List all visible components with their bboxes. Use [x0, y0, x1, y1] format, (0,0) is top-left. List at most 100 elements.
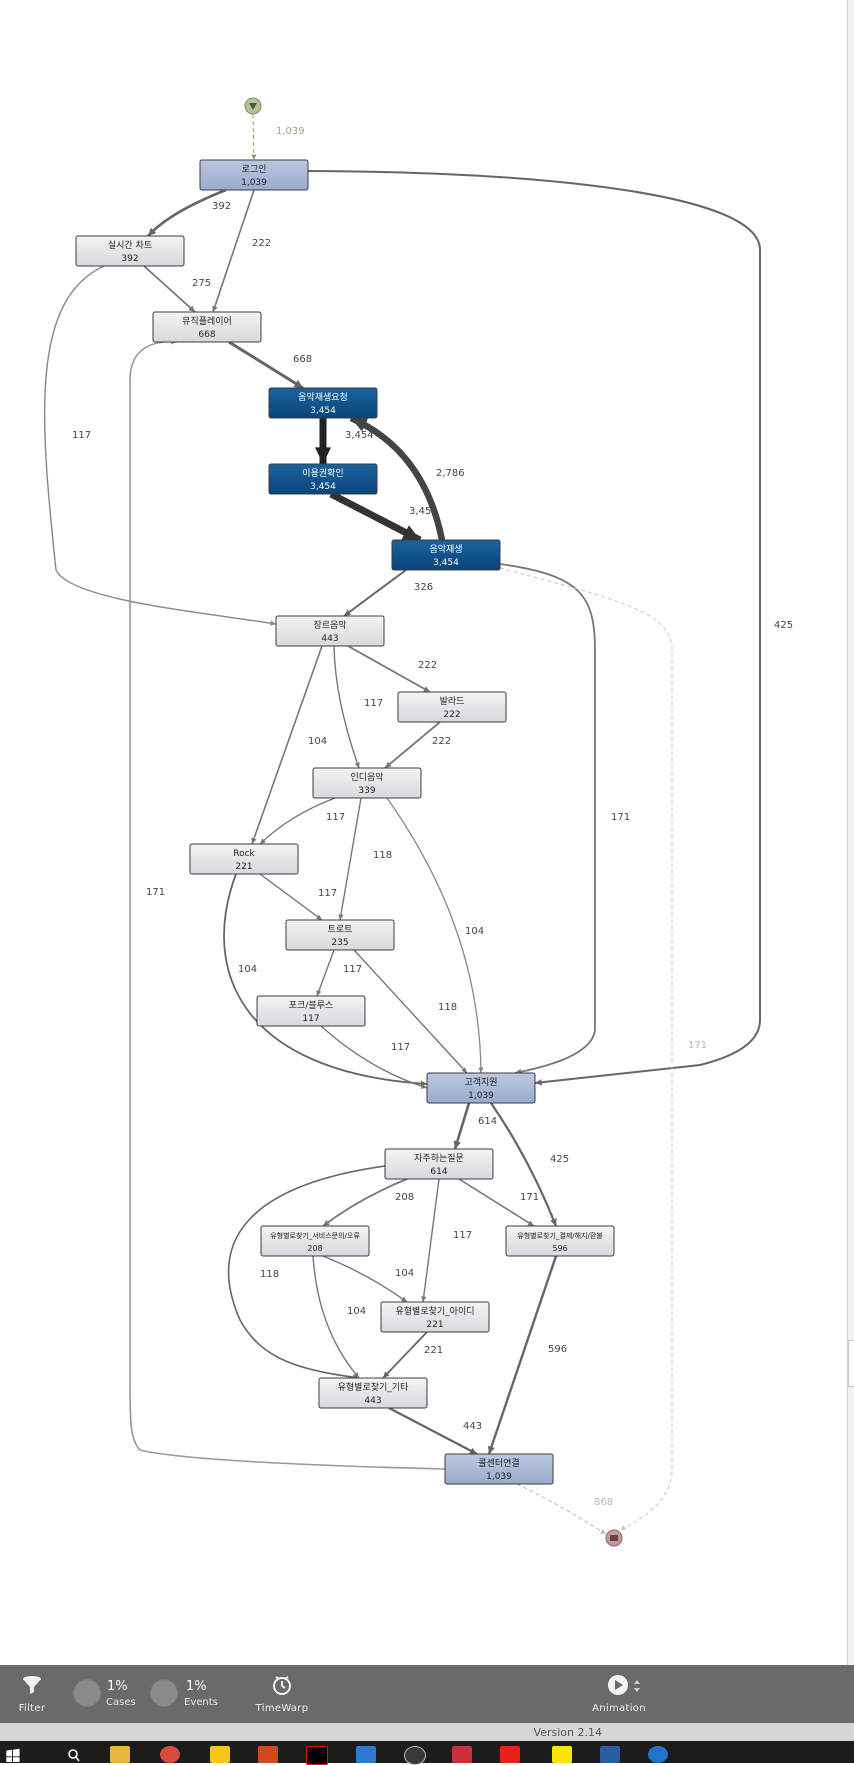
github-icon[interactable] [404, 1746, 426, 1765]
vertical-scrollbar[interactable] [847, 0, 854, 1665]
scrollbar-thumb[interactable] [848, 1340, 854, 1387]
arrow-head [323, 1219, 330, 1226]
edge-label: 392 [212, 201, 231, 212]
edge-id-etc[interactable] [382, 1331, 428, 1379]
node-box [391, 539, 501, 571]
edge-realtime-player[interactable] [143, 265, 196, 313]
edge-play-request[interactable] [349, 415, 446, 541]
edge-path [320, 1025, 428, 1089]
start-event[interactable] [244, 97, 262, 115]
edge-trot-folk[interactable] [316, 949, 335, 997]
edge-faq-svc[interactable] [322, 1178, 408, 1227]
node-count: 3,454 [310, 406, 336, 416]
edge-support-faq[interactable] [453, 1102, 471, 1150]
edge-indie-trot[interactable] [338, 797, 362, 921]
edge-label: 425 [550, 1154, 569, 1165]
edge-indie-support[interactable] [386, 797, 484, 1074]
netflix-icon[interactable] [306, 1746, 328, 1765]
filter-button[interactable]: Filter [10, 1665, 54, 1723]
animation-button[interactable]: Animation [588, 1665, 650, 1723]
edge-play-genre[interactable] [343, 569, 407, 617]
node-count: 614 [430, 1167, 447, 1177]
edge-genre-indie[interactable] [333, 645, 360, 769]
word-icon[interactable] [600, 1746, 620, 1763]
edge-trot-support[interactable] [353, 949, 468, 1074]
timewarp-button[interactable]: TimeWarp [252, 1665, 312, 1723]
edge-folk-support[interactable] [320, 1025, 428, 1089]
edge-call-player[interactable] [129, 338, 446, 1470]
speed-stepper-icon[interactable] [633, 1679, 641, 1693]
edge-player-request[interactable] [228, 340, 304, 390]
sticky-notes-icon[interactable] [210, 1746, 230, 1763]
edge-realtime-genre[interactable] [43, 265, 277, 626]
edge-pay-call[interactable] [487, 1255, 558, 1455]
office-icon[interactable] [258, 1746, 278, 1763]
kakaotalk-icon[interactable] [552, 1746, 572, 1763]
edge-check-play[interactable] [329, 490, 422, 544]
node-count: 1,039 [241, 178, 267, 188]
edge-label: 117 [453, 1230, 472, 1241]
edge-icon[interactable] [648, 1746, 668, 1763]
chrome-icon[interactable] [160, 1746, 180, 1763]
edge-call-end[interactable] [516, 1483, 607, 1535]
arrow-head [600, 1528, 606, 1534]
edge-ballad-indie[interactable] [384, 721, 441, 769]
edge-label: 222 [252, 238, 271, 249]
windows-start-icon[interactable] [2, 1745, 22, 1762]
edge-rock-trot[interactable] [259, 873, 323, 921]
arrow-head [401, 525, 420, 540]
play-icon [608, 1675, 628, 1695]
edge-support-pay[interactable] [490, 1102, 558, 1227]
vscode-icon[interactable] [356, 1746, 376, 1763]
edge-play-end[interactable] [499, 567, 673, 1531]
edge-play-support[interactable] [499, 563, 596, 1075]
bottom-toolbar: Filter 1% Cases 1% Events TimeWarp Anima… [0, 1665, 854, 1723]
file-explorer-icon[interactable] [110, 1746, 130, 1763]
search-icon[interactable] [64, 1746, 84, 1763]
edge-login-realtime[interactable] [147, 188, 227, 237]
node-count: 668 [198, 330, 215, 340]
node-count: 221 [235, 862, 252, 872]
edge-indie-rock[interactable] [259, 797, 336, 845]
app-icon[interactable] [452, 1746, 472, 1763]
edge-svc-id[interactable] [322, 1255, 408, 1303]
end-icon [610, 1535, 618, 1541]
edge-rock-support[interactable] [223, 873, 428, 1087]
edge-start-login[interactable] [251, 113, 257, 161]
edge-genre-ballad[interactable] [347, 645, 431, 693]
edge-faq-id[interactable] [421, 1178, 440, 1303]
edge-login-player[interactable] [212, 189, 255, 313]
end-event[interactable] [605, 1529, 623, 1547]
edge-label: 443 [463, 1421, 482, 1432]
edge-login-support[interactable] [307, 170, 761, 1086]
edge-faq-pay[interactable] [458, 1178, 535, 1227]
edge-path [259, 797, 336, 845]
arrow-head [550, 1218, 557, 1226]
edge-etc-call[interactable] [388, 1407, 478, 1455]
edge-faq-etc[interactable] [227, 1165, 386, 1381]
edge-request-check[interactable] [314, 418, 332, 464]
edge-genre-rock[interactable] [251, 645, 323, 845]
youtube-icon[interactable] [500, 1746, 520, 1763]
edge-svc-etc[interactable] [312, 1255, 360, 1379]
